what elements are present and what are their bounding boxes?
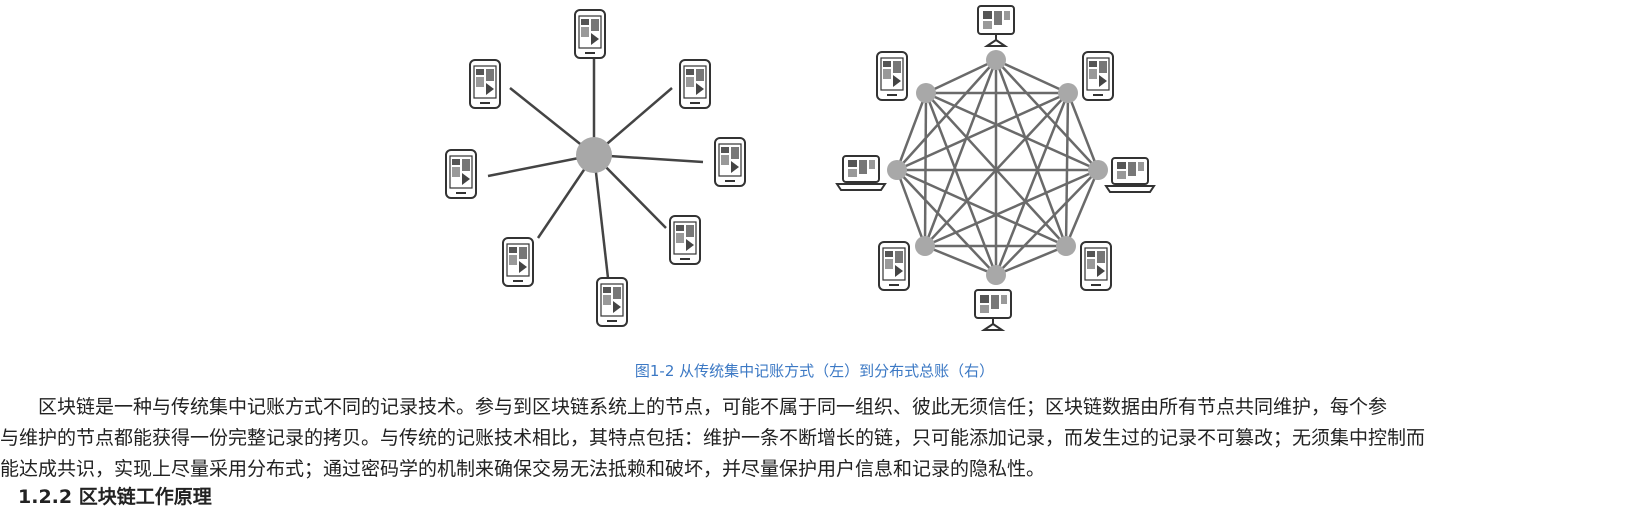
phone-icon	[1082, 51, 1114, 101]
mesh-connection	[995, 58, 1069, 95]
mesh-connection	[1066, 92, 1100, 171]
phone-icon	[596, 277, 628, 327]
phone-icon	[502, 237, 534, 287]
mesh-node	[1056, 236, 1076, 256]
hub-node	[576, 137, 612, 173]
phone-icon	[574, 9, 606, 59]
mesh-connection	[895, 92, 928, 171]
mesh-connection	[895, 169, 927, 247]
mesh-connection	[1064, 169, 1100, 247]
body-line: 区块链是一种与传统集中记账方式不同的记录技术。参与到区块链系统上的节点，可能不属…	[38, 396, 1388, 418]
body-line: 能达成共识，实现上尽量采用分布式；通过密码学的机制来确保交易无法抵赖和破坏，并尽…	[0, 458, 1046, 480]
mesh-connection	[994, 92, 1070, 276]
mesh-connection	[924, 92, 998, 276]
mesh-connection	[925, 91, 1099, 172]
mesh-connection	[995, 169, 1099, 276]
mesh-connection	[924, 168, 1099, 248]
mesh-node	[986, 50, 1006, 70]
phone-icon	[714, 137, 746, 187]
mesh-node	[1088, 160, 1108, 180]
laptop-icon	[836, 155, 886, 191]
phone-icon	[445, 149, 477, 199]
next-section-heading: 1.2.2 区块链工作原理	[18, 486, 212, 508]
phone-icon	[1080, 241, 1112, 291]
mesh-node	[916, 83, 936, 103]
laptop-icon	[1105, 157, 1155, 193]
monitor-icon	[974, 289, 1012, 331]
distributed-ledger-diagram	[895, 58, 1100, 277]
mesh-node	[915, 236, 935, 256]
mesh-node	[887, 160, 907, 180]
centralized-ledger-diagram	[445, 9, 746, 327]
phone-icon	[876, 51, 908, 101]
monitor-icon	[977, 5, 1015, 47]
figure-illustration	[445, 5, 1155, 331]
phone-icon	[878, 241, 910, 291]
mesh-connection	[896, 169, 997, 276]
mesh-connection	[925, 92, 1067, 247]
phone-icon	[469, 59, 501, 109]
mesh-connection	[924, 244, 997, 277]
body-line: 与维护的节点都能获得一份完整记录的拷贝。与传统的记账技术相比，其特点包括：维护一…	[0, 427, 1426, 449]
body-paragraph: 区块链是一种与传统集中记账方式不同的记录技术。参与到区块链系统上的节点，可能不属…	[0, 392, 1629, 485]
mesh-connection	[923, 59, 998, 247]
mesh-node	[1058, 83, 1078, 103]
mesh-node	[986, 265, 1006, 285]
mesh-connection	[923, 92, 928, 247]
phone-icon	[679, 59, 711, 109]
figure-caption: 图1-2 从传统集中记账方式（左）到分布式总账（右）	[634, 362, 995, 380]
mesh-connection	[995, 244, 1067, 277]
phone-icon	[669, 215, 701, 265]
mesh-connection	[925, 58, 997, 95]
